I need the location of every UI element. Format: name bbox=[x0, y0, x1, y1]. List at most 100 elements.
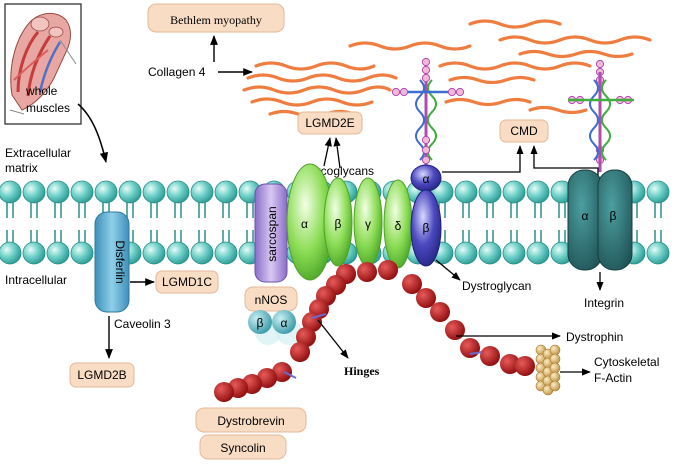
dystrophin-bead bbox=[357, 262, 377, 282]
whole-label-line2: muscles bbox=[26, 101, 70, 115]
lgmd2b-label: LGMD2B bbox=[77, 368, 126, 382]
nnos-beta-label: β bbox=[257, 316, 264, 330]
laminin-bead bbox=[399, 87, 409, 97]
dystrophin-label: Dystrophin bbox=[566, 330, 623, 344]
whole-muscles-inset: whole muscles bbox=[4, 3, 82, 125]
lipid-head-inner bbox=[190, 241, 214, 265]
laminin-bead bbox=[421, 73, 431, 83]
actin-monomer bbox=[549, 362, 561, 374]
collagen-fibers bbox=[242, 19, 652, 119]
dystroglycan-label: Dystroglycan bbox=[462, 279, 531, 293]
dystrophin-bead bbox=[430, 302, 450, 322]
nnos-beta-subunit bbox=[248, 310, 272, 334]
lgmd2b-box bbox=[69, 362, 135, 388]
laminin-beads bbox=[391, 57, 633, 165]
lipid-head-outer bbox=[190, 180, 214, 204]
lipid-head-outer bbox=[22, 180, 46, 204]
cytoskeletal-label-1: Cytoskeletal bbox=[594, 355, 659, 369]
lipid-head-inner bbox=[502, 241, 526, 265]
dystrophin-bead bbox=[290, 342, 310, 362]
lipid-head-inner bbox=[46, 241, 70, 265]
disferlin-protein bbox=[94, 211, 130, 313]
extracellular-label-1: Extracellular bbox=[5, 146, 71, 160]
integrin-label: Integrin bbox=[584, 296, 624, 310]
lipid-head-inner bbox=[166, 241, 190, 265]
lgmd2e-label: LGMD2E bbox=[305, 116, 354, 130]
lipid-head-inner bbox=[0, 241, 22, 265]
laminin-bead bbox=[421, 135, 431, 145]
laminin-bead bbox=[455, 87, 465, 97]
lgmd1c-box bbox=[155, 270, 219, 294]
lipid-head-inner bbox=[646, 241, 670, 265]
laminin-stalk-right bbox=[568, 72, 634, 172]
lipid-head-inner bbox=[214, 241, 238, 265]
lipid-head-outer bbox=[70, 180, 94, 204]
actin-monomer bbox=[549, 380, 561, 392]
dg-alpha-label: α bbox=[423, 172, 430, 186]
dystrophin-bead bbox=[445, 320, 465, 340]
lipid-head-outer bbox=[142, 180, 166, 204]
actin-monomer bbox=[549, 353, 561, 365]
lipid-head-outer bbox=[214, 180, 238, 204]
sg-arrow-1 bbox=[323, 137, 332, 167]
lipid-head-outer bbox=[118, 180, 142, 204]
lipid-head-outer bbox=[46, 180, 70, 204]
dystrophin-bead bbox=[214, 382, 234, 402]
actin-monomer bbox=[549, 371, 561, 383]
lipid-head-outer bbox=[526, 180, 550, 204]
dystrophin-bead bbox=[296, 327, 316, 347]
dg-to-cmd-arrow bbox=[442, 145, 524, 173]
dystrophin-bead bbox=[416, 288, 436, 308]
lipid-head-outer bbox=[454, 180, 478, 204]
lipid-head-outer bbox=[478, 180, 502, 204]
lipid-head-inner bbox=[70, 241, 94, 265]
syncolin-box bbox=[199, 434, 287, 460]
cmd-box bbox=[499, 119, 549, 143]
caveolin3-label: Caveolin 3 bbox=[114, 317, 171, 331]
integrin-beta bbox=[597, 169, 633, 271]
dystrophin-bead bbox=[515, 356, 535, 376]
dystrophin-bead bbox=[378, 260, 398, 280]
dystroglycan-beta bbox=[410, 189, 442, 267]
syncolin-label: Syncolin bbox=[220, 441, 265, 455]
nnos-alpha-label: α bbox=[281, 316, 288, 330]
dystrophin-bead bbox=[480, 346, 500, 366]
hinges-label: Hinges bbox=[344, 364, 380, 378]
dystroglycan-arrow bbox=[435, 259, 461, 281]
lipid-head-outer bbox=[502, 180, 526, 204]
hinges-arrow bbox=[317, 319, 349, 359]
lipid-head-outer bbox=[94, 180, 118, 204]
integrin-to-cmd-arrow bbox=[530, 145, 599, 176]
laminin-bead bbox=[447, 87, 457, 97]
lipid-head-inner bbox=[22, 241, 46, 265]
lipid-head-outer bbox=[0, 180, 22, 204]
dystrophin-bead bbox=[257, 368, 277, 388]
lipid-head-outer bbox=[166, 180, 190, 204]
f-actin-cluster bbox=[535, 344, 561, 396]
intracellular-label: Intracellular bbox=[5, 273, 67, 287]
lgmd1c-label: LGMD1C bbox=[162, 275, 212, 289]
lipid-head-inner bbox=[526, 241, 550, 265]
lipid-head-inner bbox=[478, 241, 502, 265]
laminin-bead bbox=[421, 57, 431, 67]
laminin-bead bbox=[421, 145, 431, 155]
nnos-box bbox=[244, 286, 298, 312]
laminin-bead bbox=[595, 59, 605, 69]
bethlem-label: Bethlem myopathy bbox=[170, 13, 262, 27]
cytoskeletal-label-2: F-Actin bbox=[594, 371, 632, 385]
lipid-head-inner bbox=[454, 241, 478, 265]
sarcoglycan-beta bbox=[323, 177, 353, 267]
bethlem-box bbox=[147, 3, 285, 33]
laminin-bead bbox=[421, 65, 431, 75]
dystrobrevin-label: Dystrobrevin bbox=[217, 414, 284, 428]
cmd-label: CMD bbox=[510, 124, 538, 138]
whole-label-line1: whole bbox=[25, 84, 58, 98]
dystrophin-bead bbox=[402, 274, 422, 294]
lgmd2e-box bbox=[297, 111, 363, 135]
hinge-marks bbox=[283, 313, 483, 379]
collagen4-label: Collagen 4 bbox=[148, 65, 206, 79]
nnos-label: nNOS bbox=[255, 293, 288, 307]
actin-monomer bbox=[549, 344, 561, 356]
lipid-head-inner bbox=[142, 241, 166, 265]
